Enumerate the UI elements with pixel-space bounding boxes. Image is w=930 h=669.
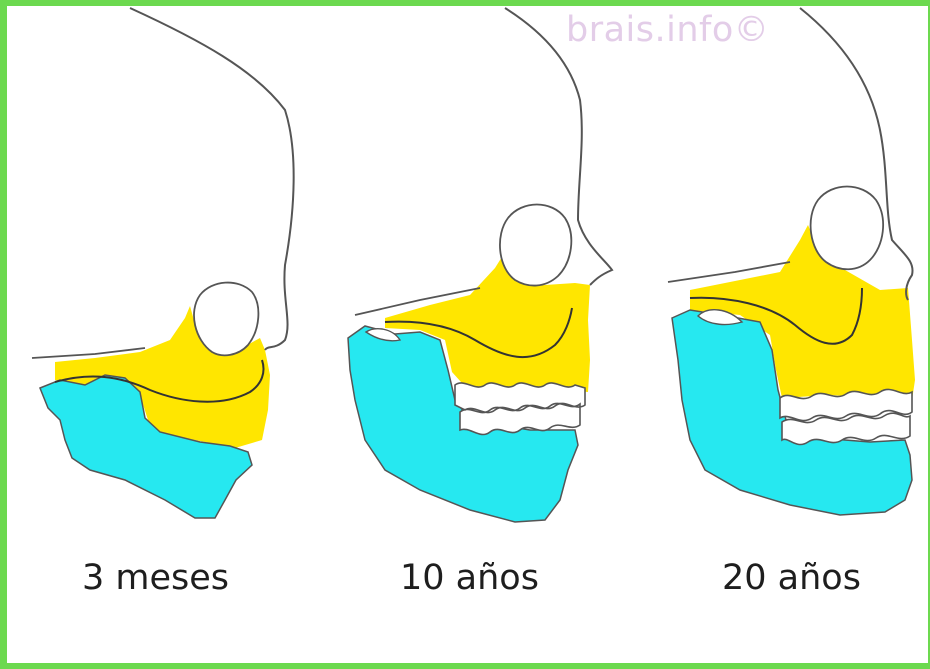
teeth-10-years	[455, 383, 585, 435]
caption-3-months: 3 meses	[82, 558, 229, 598]
skull-20-years	[668, 8, 915, 515]
orbit-20-years	[811, 187, 884, 270]
caption-20-years: 20 años	[722, 558, 861, 598]
caption-10-years: 10 años	[400, 558, 539, 598]
orbit-10-years	[500, 205, 571, 286]
skull-3-months	[32, 8, 294, 518]
skull-10-years	[348, 8, 612, 522]
teeth-20-years	[780, 389, 912, 444]
orbit-3-months	[194, 283, 258, 356]
watermark: brais.info©	[566, 10, 769, 50]
